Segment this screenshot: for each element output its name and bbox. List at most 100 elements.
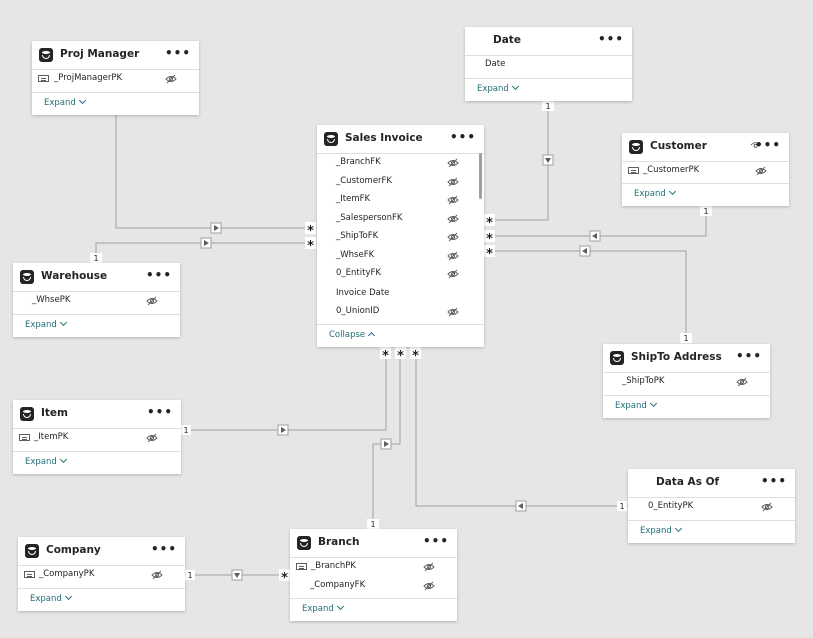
field-name: _CustomerPK	[643, 165, 700, 175]
more-options-icon[interactable]: •••	[597, 32, 624, 46]
card-one-dataasof: 1	[619, 502, 624, 511]
field-name: 0_EntityPK	[648, 501, 694, 511]
card-header[interactable]: Branch •••	[290, 529, 457, 558]
field-row[interactable]: _ProjManagerPK	[32, 70, 199, 88]
field-row[interactable]: _CompanyPK	[18, 566, 185, 584]
card-header[interactable]: ShipTo Address •••	[603, 344, 770, 373]
table-card-sales-invoice[interactable]: Sales Invoice ••• _BranchFK _CustomerFK …	[317, 125, 484, 347]
field-row[interactable]: 0_UnionID	[317, 303, 484, 321]
expand-link[interactable]: Expand	[477, 82, 519, 94]
field-name: _ProjManagerPK	[54, 73, 123, 83]
field-row[interactable]: _SalespersonFK	[317, 210, 484, 228]
more-options-icon[interactable]: •••	[449, 130, 476, 144]
chevron-down-icon	[649, 399, 657, 408]
field-name: _BranchFK	[336, 157, 381, 167]
hidden-eye-icon[interactable]	[447, 158, 459, 168]
more-options-icon[interactable]: •••	[146, 405, 173, 419]
card-footer: Expand	[603, 395, 770, 418]
field-row[interactable]: 0_EntityPK	[628, 498, 795, 516]
svg-text:*: *	[412, 349, 419, 364]
svg-text:*: *	[281, 571, 288, 586]
card-header[interactable]: Customer •••	[622, 133, 789, 162]
expand-link[interactable]: Expand	[25, 318, 67, 330]
more-options-icon[interactable]: •••	[145, 268, 172, 282]
table-card-warehouse[interactable]: Warehouse ••• _WhsePK Expand	[13, 263, 180, 337]
table-card-branch[interactable]: Branch ••• _BranchPK _CompanyFK Expand	[290, 529, 457, 621]
field-row[interactable]: _ShipToPK	[603, 373, 770, 391]
card-header[interactable]: Data As Of •••	[628, 469, 795, 498]
card-one-shipto: 1	[683, 334, 688, 343]
field-row[interactable]: _CustomerPK	[622, 162, 789, 180]
card-header[interactable]: Warehouse •••	[13, 263, 180, 292]
expand-link[interactable]: Expand	[30, 592, 72, 604]
more-options-icon[interactable]: •••	[422, 534, 449, 548]
hidden-eye-icon[interactable]	[447, 251, 459, 261]
expand-link[interactable]: Expand	[634, 187, 676, 199]
text-field-icon	[19, 434, 30, 441]
field-row[interactable]: 0_EntityFK	[317, 265, 484, 283]
hidden-eye-icon[interactable]	[447, 177, 459, 187]
field-row[interactable]: _CustomerFK	[317, 173, 484, 191]
more-options-icon[interactable]: •••	[760, 474, 787, 488]
table-card-item[interactable]: Item ••• _ItemPK Expand	[13, 400, 181, 474]
hidden-eye-icon[interactable]	[146, 433, 158, 443]
table-card-company[interactable]: Company ••• _CompanyPK Expand	[18, 537, 185, 611]
expand-link[interactable]: Expand	[302, 602, 344, 614]
hidden-eye-icon[interactable]	[447, 307, 459, 317]
card-header[interactable]: Date •••	[465, 27, 632, 56]
card-footer: Expand	[18, 588, 185, 611]
hidden-eye-icon[interactable]	[736, 377, 748, 387]
field-row[interactable]: _WhsePK	[13, 292, 180, 310]
visible-eye-icon[interactable]	[750, 141, 761, 149]
hidden-eye-icon[interactable]	[755, 166, 767, 176]
expand-link[interactable]: Expand	[25, 455, 67, 467]
field-row[interactable]: _WhseFK	[317, 247, 484, 265]
hidden-eye-icon[interactable]	[165, 74, 177, 84]
hidden-eye-icon[interactable]	[447, 269, 459, 279]
table-card-date[interactable]: Date ••• Date Expand	[465, 27, 632, 101]
field-row[interactable]: Date	[465, 56, 632, 74]
chevron-down-icon	[336, 602, 344, 611]
card-header[interactable]: Item •••	[13, 400, 181, 429]
field-row[interactable]: Invoice Date	[317, 285, 484, 303]
field-row[interactable]: _BranchPK	[290, 558, 457, 576]
card-one-company: 1	[187, 571, 192, 580]
scrollbar-thumb[interactable]	[479, 153, 482, 199]
hidden-eye-icon[interactable]	[423, 562, 435, 572]
field-name: 0_EntityFK	[336, 268, 381, 278]
field-row[interactable]: _ItemPK	[13, 429, 181, 447]
expand-link[interactable]: Expand	[640, 524, 682, 536]
expand-link[interactable]: Expand	[44, 96, 86, 108]
table-card-shipto-address[interactable]: ShipTo Address ••• _ShipToPK Expand	[603, 344, 770, 418]
hidden-eye-icon[interactable]	[146, 296, 158, 306]
svg-text:*: *	[397, 349, 404, 364]
more-options-icon[interactable]: •••	[150, 542, 177, 556]
field-row[interactable]: _ShipToFK	[317, 228, 484, 246]
more-options-icon[interactable]: •••	[735, 349, 762, 363]
table-card-customer[interactable]: Customer ••• _CustomerPK Expand	[622, 133, 789, 206]
card-header[interactable]: Proj Manager •••	[32, 41, 199, 70]
card-footer: Expand	[32, 92, 199, 115]
field-row[interactable]: _CompanyFK	[290, 577, 457, 595]
hidden-eye-icon[interactable]	[423, 581, 435, 591]
svg-text:*: *	[486, 247, 493, 262]
card-footer: Expand	[290, 598, 457, 621]
hidden-eye-icon[interactable]	[447, 195, 459, 205]
field-row[interactable]: _BranchFK	[317, 154, 484, 172]
card-header[interactable]: Company •••	[18, 537, 185, 566]
card-one-date: 1	[545, 102, 550, 111]
field-row[interactable]: _ItemFK	[317, 191, 484, 209]
more-options-icon[interactable]: •••	[754, 138, 781, 152]
hidden-eye-icon[interactable]	[761, 502, 773, 512]
table-card-proj-manager[interactable]: Proj Manager ••• _ProjManagerPK Expand	[32, 41, 199, 115]
more-options-icon[interactable]: •••	[164, 46, 191, 60]
table-icon	[20, 407, 34, 421]
hidden-eye-icon[interactable]	[447, 232, 459, 242]
hidden-eye-icon[interactable]	[447, 214, 459, 224]
card-header[interactable]: Sales Invoice •••	[317, 125, 484, 154]
hidden-eye-icon[interactable]	[151, 570, 163, 580]
collapse-link[interactable]: Collapse	[329, 330, 376, 340]
table-card-data-as-of[interactable]: Data As Of ••• 0_EntityPK Expand	[628, 469, 795, 543]
expand-link[interactable]: Expand	[615, 399, 657, 411]
